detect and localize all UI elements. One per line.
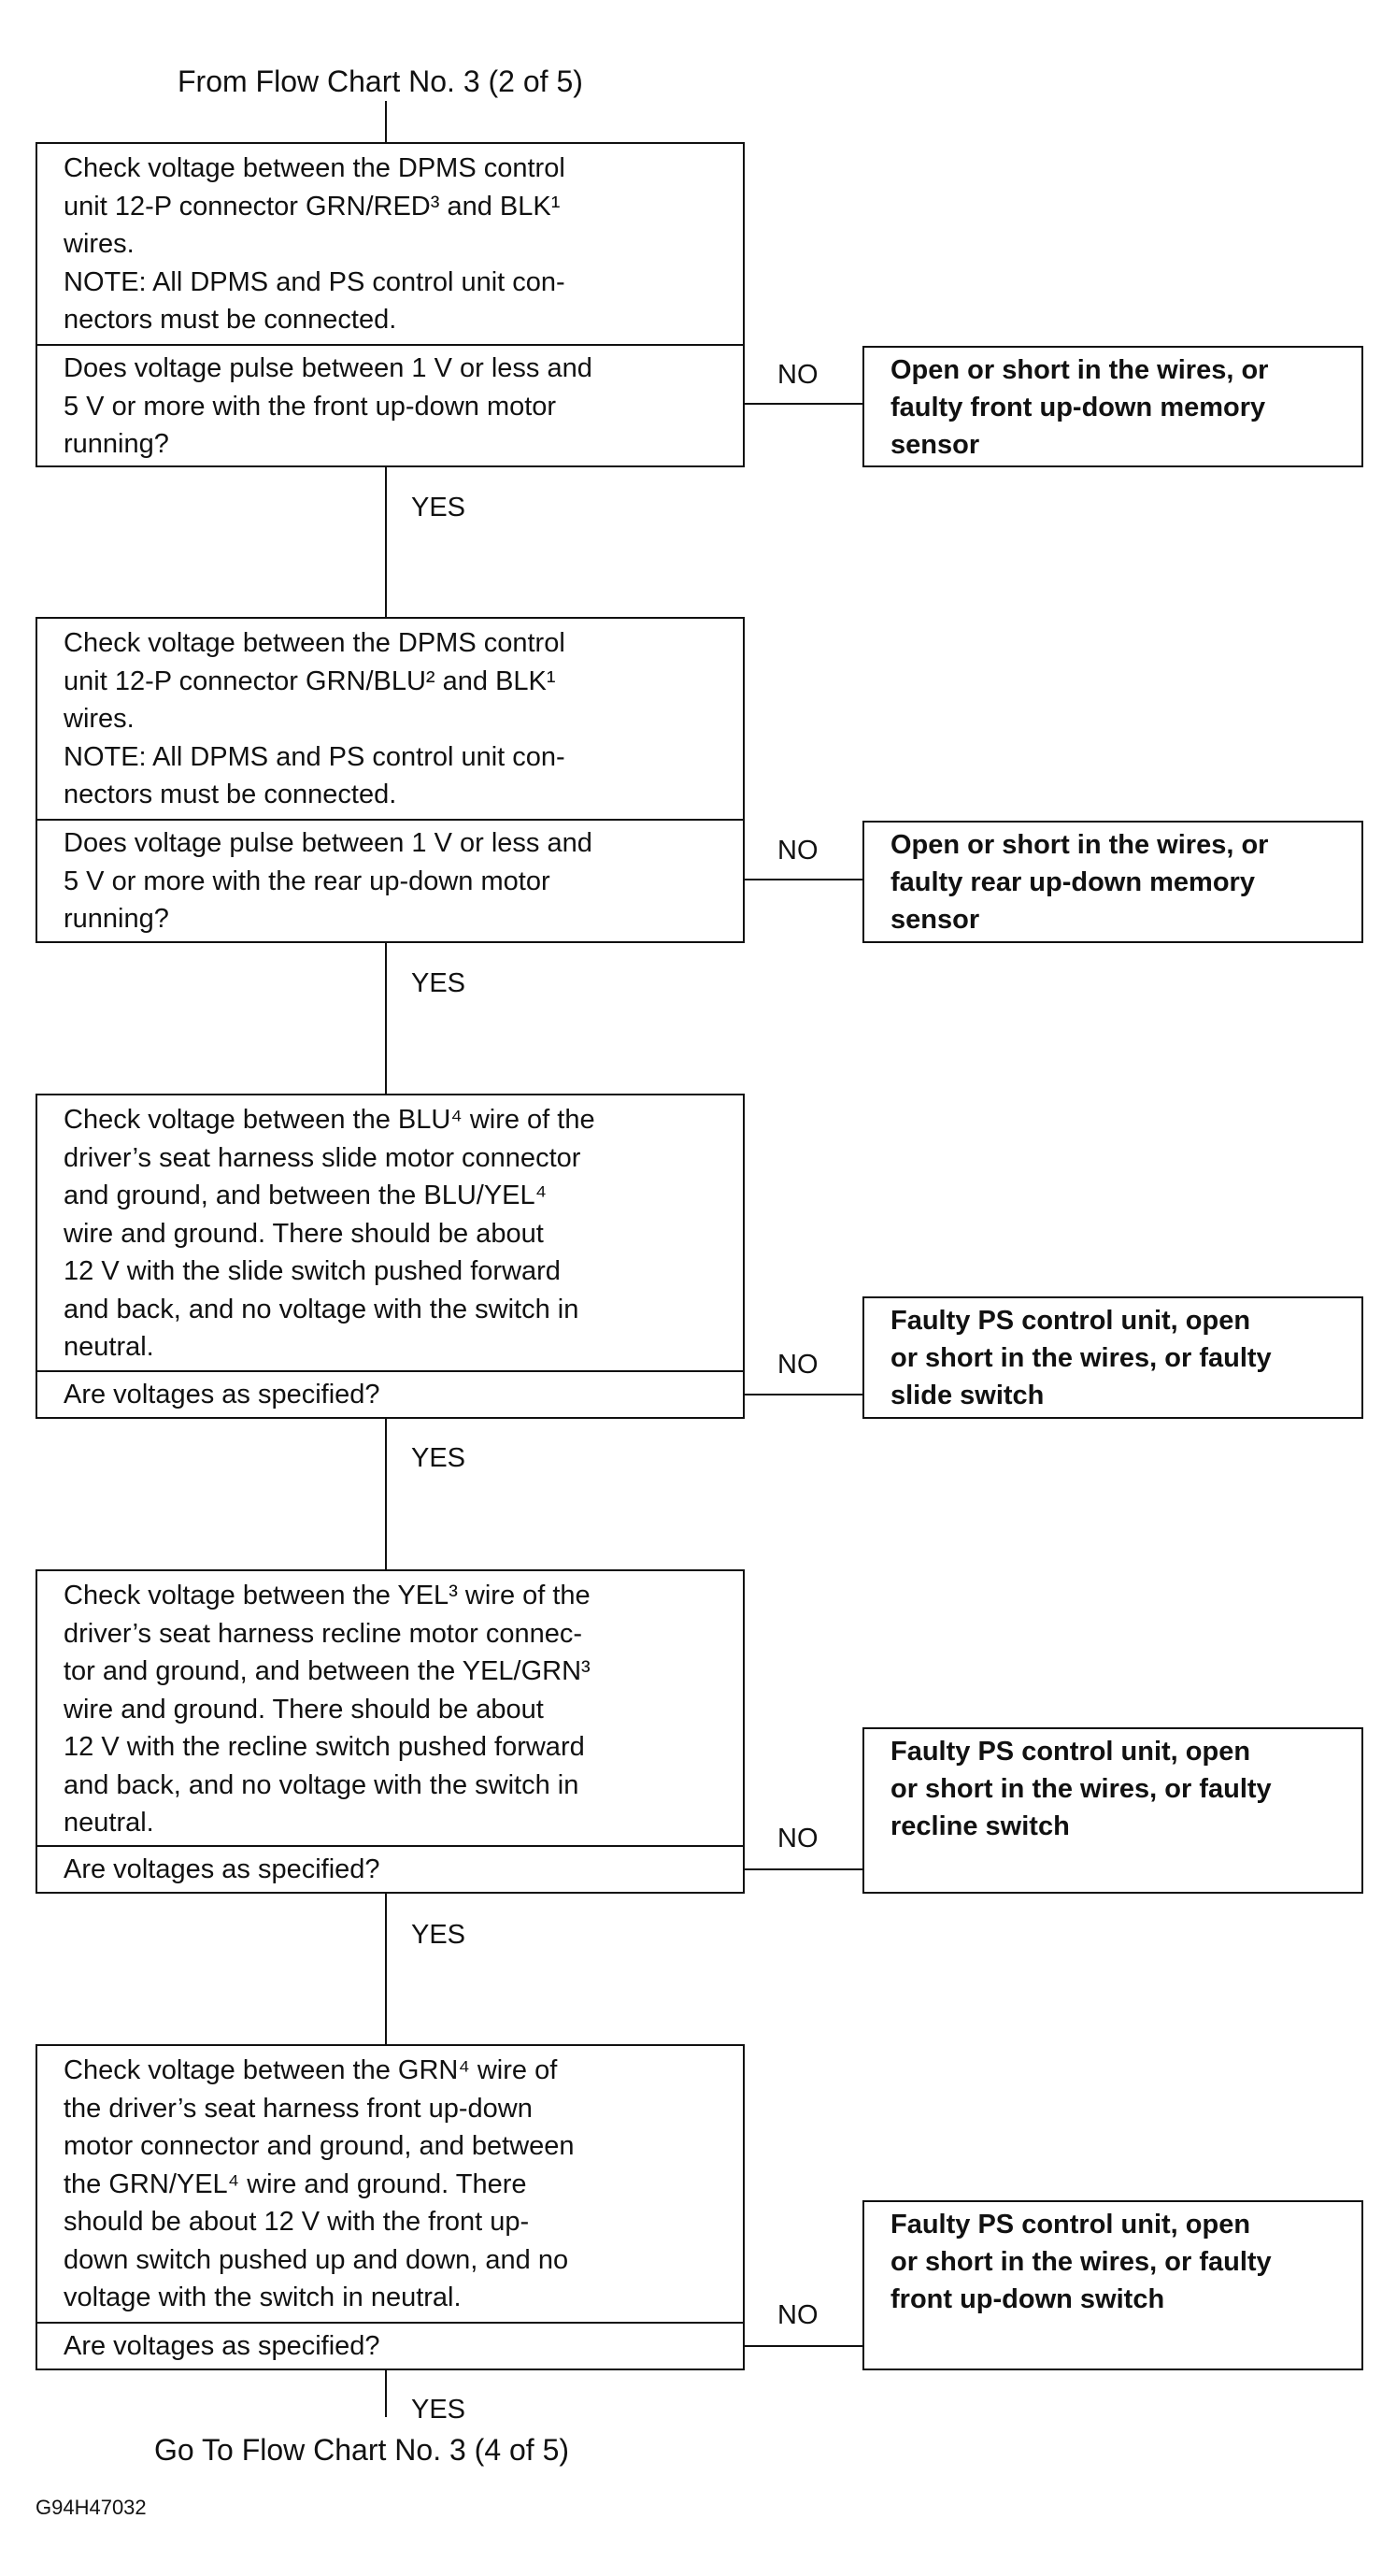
yes-label-1: YES xyxy=(411,493,466,522)
result-line: slide switch xyxy=(890,1381,1045,1410)
question-2: Does voltage pulse between 1 V or less a… xyxy=(37,819,743,941)
check-line: and back, and no voltage with the switch… xyxy=(64,1769,579,1800)
result-line: or short in the wires, or faulty xyxy=(890,1343,1272,1373)
result-box-2: Open or short in the wires, or faulty re… xyxy=(862,821,1363,943)
check-line: tor and ground, and between the YEL/GRN³ xyxy=(64,1656,591,1686)
question-line: Are voltages as specified? xyxy=(64,1854,380,1884)
check-line: and back, and no voltage with the switch… xyxy=(64,1294,579,1324)
check-line: neutral. xyxy=(64,1808,154,1838)
question-line: Does voltage pulse between 1 V or less a… xyxy=(64,353,592,383)
check-text-1: Check voltage between the DPMS control u… xyxy=(37,144,743,339)
question-line: Are voltages as specified? xyxy=(64,2331,380,2361)
result-line: Open or short in the wires, or xyxy=(890,355,1269,385)
check-line: motor connector and ground, and between xyxy=(64,2131,575,2161)
result-box-3: Faulty PS control unit, open or short in… xyxy=(862,1296,1363,1419)
result-line: front up-down switch xyxy=(890,2284,1165,2314)
check-box-3: Check voltage between the BLU⁴ wire of t… xyxy=(36,1094,745,1419)
check-box-4: Check voltage between the YEL³ wire of t… xyxy=(36,1569,745,1894)
yes-label-3: YES xyxy=(411,1443,466,1473)
result-line: recline switch xyxy=(890,1811,1070,1841)
no-label-1: NO xyxy=(777,360,819,390)
check-text-4: Check voltage between the YEL³ wire of t… xyxy=(37,1571,743,1842)
check-box-2: Check voltage between the DPMS control u… xyxy=(36,617,745,943)
check-line: the GRN/YEL⁴ wire and ground. There xyxy=(64,2168,527,2199)
no-label-3: NO xyxy=(777,1350,819,1380)
result-line: Open or short in the wires, or xyxy=(890,830,1269,860)
check-line: 12 V with the recline switch pushed forw… xyxy=(64,1732,585,1762)
check-text-2: Check voltage between the DPMS control u… xyxy=(37,619,743,814)
result-line: Faulty PS control unit, open xyxy=(890,1306,1251,1336)
flow-header: From Flow Chart No. 3 (2 of 5) xyxy=(178,64,583,98)
no-label-2: NO xyxy=(777,836,819,866)
result-line: or short in the wires, or faulty xyxy=(890,2247,1272,2277)
question-line: Are voltages as specified? xyxy=(64,1380,380,1410)
question-line: Does voltage pulse between 1 V or less a… xyxy=(64,828,592,858)
result-line: Faulty PS control unit, open xyxy=(890,2210,1251,2240)
check-line: driver’s seat harness slide motor connec… xyxy=(64,1142,581,1173)
question-3: Are voltages as specified? xyxy=(37,1370,743,1417)
check-line: and ground, and between the BLU/YEL⁴ xyxy=(64,1181,548,1210)
check-box-1: Check voltage between the DPMS control u… xyxy=(36,142,745,467)
check-line: wire and ground. There should be about xyxy=(64,1218,544,1249)
check-line: unit 12-P connector GRN/BLU² and BLK¹ xyxy=(64,665,556,696)
question-1: Does voltage pulse between 1 V or less a… xyxy=(37,344,743,465)
check-line: should be about 12 V with the front up- xyxy=(64,2207,530,2237)
yes-label-2: YES xyxy=(411,968,466,998)
check-line: NOTE: All DPMS and PS control unit con- xyxy=(64,741,565,772)
check-line: down switch pushed up and down, and no xyxy=(64,2244,569,2275)
yes-label-5: YES xyxy=(411,2395,466,2425)
check-box-5: Check voltage between the GRN⁴ wire of t… xyxy=(36,2044,745,2370)
check-line: Check voltage between the YEL³ wire of t… xyxy=(64,1581,591,1610)
no-label-4: NO xyxy=(777,1824,819,1853)
check-line: NOTE: All DPMS and PS control unit con- xyxy=(64,266,565,297)
result-box-1: Open or short in the wires, or faulty fr… xyxy=(862,346,1363,467)
check-line: wires. xyxy=(64,229,135,259)
figure-code: G94H47032 xyxy=(36,2496,147,2519)
question-line: running? xyxy=(64,429,169,459)
result-box-5: Faulty PS control unit, open or short in… xyxy=(862,2200,1363,2370)
check-line: Check voltage between the DPMS control xyxy=(64,628,565,658)
result-line: or short in the wires, or faulty xyxy=(890,1774,1272,1804)
check-line: wire and ground. There should be about xyxy=(64,1694,544,1724)
yes-label-4: YES xyxy=(411,1920,466,1950)
check-text-5: Check voltage between the GRN⁴ wire of t… xyxy=(37,2046,743,2317)
question-line: running? xyxy=(64,904,169,934)
check-line: nectors must be connected. xyxy=(64,780,397,809)
check-line: voltage with the switch in neutral. xyxy=(64,2283,462,2312)
question-4: Are voltages as specified? xyxy=(37,1845,743,1892)
check-line: 12 V with the slide switch pushed forwar… xyxy=(64,1256,561,1286)
result-line: faulty rear up-down memory xyxy=(890,867,1255,897)
check-line: wires. xyxy=(64,704,135,734)
question-5: Are voltages as specified? xyxy=(37,2322,743,2368)
no-label-5: NO xyxy=(777,2300,819,2330)
result-line: sensor xyxy=(890,430,980,460)
check-line: Check voltage between the DPMS control xyxy=(64,153,565,183)
check-line: Check voltage between the GRN⁴ wire of xyxy=(64,2055,558,2085)
check-line: driver’s seat harness recline motor conn… xyxy=(64,1618,583,1649)
check-line: neutral. xyxy=(64,1332,154,1362)
result-box-4: Faulty PS control unit, open or short in… xyxy=(862,1727,1363,1894)
result-line: faulty front up-down memory xyxy=(890,393,1266,422)
result-line: sensor xyxy=(890,905,980,935)
question-line: 5 V or more with the front up-down motor xyxy=(64,391,557,422)
check-line: unit 12-P connector GRN/RED³ and BLK¹ xyxy=(64,191,561,222)
check-text-3: Check voltage between the BLU⁴ wire of t… xyxy=(37,1095,743,1367)
check-line: the driver’s seat harness front up-down xyxy=(64,2093,533,2124)
check-line: Check voltage between the BLU⁴ wire of t… xyxy=(64,1105,595,1135)
result-line: Faulty PS control unit, open xyxy=(890,1737,1251,1767)
check-line: nectors must be connected. xyxy=(64,305,397,335)
flow-footer: Go To Flow Chart No. 3 (4 of 5) xyxy=(154,2433,570,2467)
question-line: 5 V or more with the rear up-down motor xyxy=(64,866,550,896)
